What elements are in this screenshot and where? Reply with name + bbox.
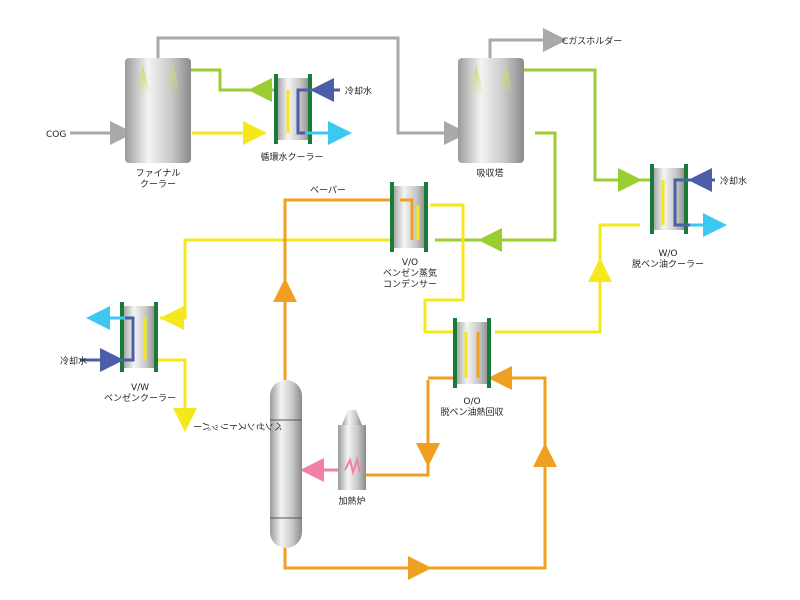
oo-exchanger (428, 318, 491, 388)
heating-furnace (338, 410, 366, 490)
hot-oil-lines (273, 198, 557, 580)
vo-condenser (390, 182, 428, 252)
final-cooler-tower (125, 58, 191, 163)
label-wo-line2: 脱ベン油クーラー (632, 258, 704, 270)
label-wo-line1: W/O (658, 249, 677, 259)
label-vo-line1: V/O (402, 258, 418, 268)
labels: COG ファイナル クーラー 循環水クーラー 冷却水 吸収塔 Cガスホルダー 冷… (46, 35, 747, 507)
circ-water-cooler (274, 74, 352, 145)
benzene-stripper (270, 380, 302, 548)
label-c-gas-holder: Cガスホルダー (562, 35, 622, 47)
label-cooling-water-2: 冷却水 (720, 175, 747, 187)
label-cooling-water-3: 冷却水 (60, 355, 87, 367)
label-cooling-water-1: 冷却水 (345, 85, 372, 97)
label-final-cooler-line2: クーラー (140, 179, 176, 190)
label-vo-line2: ベンゼン蒸気 (383, 267, 437, 279)
label-oo-line1: O/O (463, 397, 480, 407)
label-vw-line2: ベンゼンクーラー (104, 392, 176, 404)
wo-cooler (650, 164, 727, 237)
label-cog: COG (46, 130, 66, 140)
label-vo-line3: コンデンサー (383, 278, 437, 290)
gas-lines (70, 28, 567, 145)
label-circ-water-cooler: 循環水クーラー (260, 151, 323, 163)
label-final-cooler-line1: ファイナル (136, 168, 181, 179)
absorber-tower (458, 58, 524, 163)
benzol-oil-lines (148, 110, 640, 432)
label-stripper: ベンゼンストリッパー (193, 420, 283, 431)
label-furnace: 加熱炉 (338, 495, 365, 507)
label-vw-line1: V/W (131, 383, 149, 393)
vw-cooler (80, 302, 158, 372)
label-oo-line2: 脱ベン油熱回収 (440, 406, 503, 418)
label-absorber: 吸収塔 (476, 167, 503, 179)
label-vapor: ベーパー (310, 185, 346, 196)
